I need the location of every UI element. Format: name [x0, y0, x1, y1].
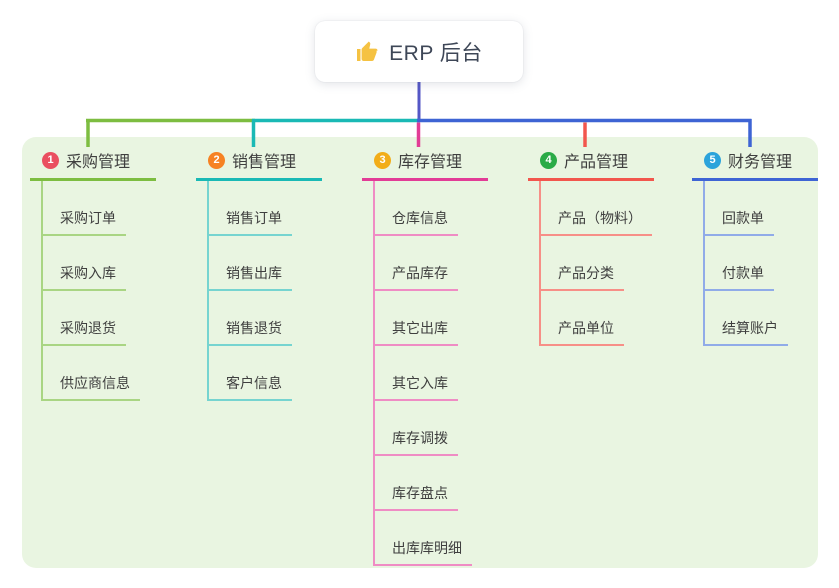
- child-node[interactable]: 产品单位: [541, 291, 624, 346]
- branch-product: 4 产品管理 产品（物料） 产品分类 产品单位: [528, 146, 654, 346]
- children-group: 产品（物料） 产品分类 产品单位: [539, 181, 654, 346]
- badge-4: 4: [540, 151, 557, 169]
- branch-finance: 5 财务管理 回款单 付款单 结算账户: [692, 146, 818, 346]
- child-node[interactable]: 库存调拨: [375, 401, 458, 456]
- child-label: 销售出库: [226, 265, 282, 281]
- root-title: ERP 后台: [389, 41, 483, 65]
- branch-panel: [22, 137, 818, 568]
- child-label: 其它入库: [392, 375, 448, 391]
- branch-label: 采购管理: [66, 154, 131, 171]
- child-label: 客户信息: [226, 375, 282, 391]
- child-label: 销售订单: [226, 210, 282, 226]
- child-label: 仓库信息: [392, 210, 448, 226]
- branch-label: 产品管理: [564, 154, 629, 171]
- child-label: 其它出库: [392, 320, 448, 336]
- branch-label: 库存管理: [398, 154, 463, 171]
- children-group: 回款单 付款单 结算账户: [703, 181, 818, 346]
- root-node[interactable]: ERP 后台: [315, 21, 523, 82]
- children-group: 采购订单 采购入库 采购退货 供应商信息: [41, 181, 156, 401]
- child-node[interactable]: 产品分类: [541, 236, 624, 291]
- child-label: 采购退货: [60, 320, 116, 336]
- branch-purchase: 1 采购管理 采购订单 采购入库 采购退货 供应商信息: [30, 146, 156, 401]
- child-node[interactable]: 采购退货: [43, 291, 126, 346]
- branch-node[interactable]: 4 产品管理: [528, 146, 654, 181]
- child-node[interactable]: 供应商信息: [43, 346, 140, 401]
- branch-node[interactable]: 2 销售管理: [196, 146, 322, 181]
- child-label: 采购入库: [60, 265, 116, 281]
- child-node[interactable]: 回款单: [705, 181, 774, 236]
- child-label: 产品库存: [392, 265, 448, 281]
- branch-label: 财务管理: [728, 154, 793, 171]
- child-node[interactable]: 付款单: [705, 236, 774, 291]
- child-node[interactable]: 库存盘点: [375, 456, 458, 511]
- child-node[interactable]: 产品库存: [375, 236, 458, 291]
- child-label: 产品单位: [558, 320, 614, 336]
- branch-inventory: 3 库存管理 仓库信息 产品库存 其它出库 其它入库 库存调拨 库存盘点 出库库…: [362, 146, 488, 566]
- child-node[interactable]: 结算账户: [705, 291, 788, 346]
- child-label: 结算账户: [722, 320, 778, 336]
- child-label: 产品（物料）: [558, 210, 642, 226]
- child-node[interactable]: 销售订单: [209, 181, 292, 236]
- branch-node[interactable]: 1 采购管理: [30, 146, 156, 181]
- child-node[interactable]: 产品（物料）: [541, 181, 652, 236]
- child-label: 库存盘点: [392, 485, 448, 501]
- child-label: 销售退货: [226, 320, 282, 336]
- child-node[interactable]: 客户信息: [209, 346, 292, 401]
- child-label: 库存调拨: [392, 430, 448, 446]
- child-node[interactable]: 销售退货: [209, 291, 292, 346]
- branch-node[interactable]: 5 财务管理: [692, 146, 818, 181]
- child-node[interactable]: 采购入库: [43, 236, 126, 291]
- badge-3: 3: [374, 151, 391, 169]
- child-label: 付款单: [722, 265, 764, 281]
- child-node[interactable]: 采购订单: [43, 181, 126, 236]
- badge-1: 1: [42, 151, 59, 169]
- branch-node[interactable]: 3 库存管理: [362, 146, 488, 181]
- child-label: 采购订单: [60, 210, 116, 226]
- child-label: 回款单: [722, 210, 764, 226]
- children-group: 销售订单 销售出库 销售退货 客户信息: [207, 181, 322, 401]
- child-node[interactable]: 出库库明细: [375, 511, 472, 566]
- badge-2: 2: [208, 151, 225, 169]
- branch-label: 销售管理: [232, 154, 297, 171]
- badge-5: 5: [704, 151, 721, 169]
- child-node[interactable]: 销售出库: [209, 236, 292, 291]
- child-label: 出库库明细: [392, 540, 462, 556]
- branch-sales: 2 销售管理 销售订单 销售出库 销售退货 客户信息: [196, 146, 322, 401]
- child-node[interactable]: 其它入库: [375, 346, 458, 401]
- child-label: 产品分类: [558, 265, 614, 281]
- child-label: 供应商信息: [60, 375, 130, 391]
- thumbs-up-icon: [357, 41, 378, 61]
- child-node[interactable]: 仓库信息: [375, 181, 458, 236]
- children-group: 仓库信息 产品库存 其它出库 其它入库 库存调拨 库存盘点 出库库明细: [373, 181, 488, 566]
- child-node[interactable]: 其它出库: [375, 291, 458, 346]
